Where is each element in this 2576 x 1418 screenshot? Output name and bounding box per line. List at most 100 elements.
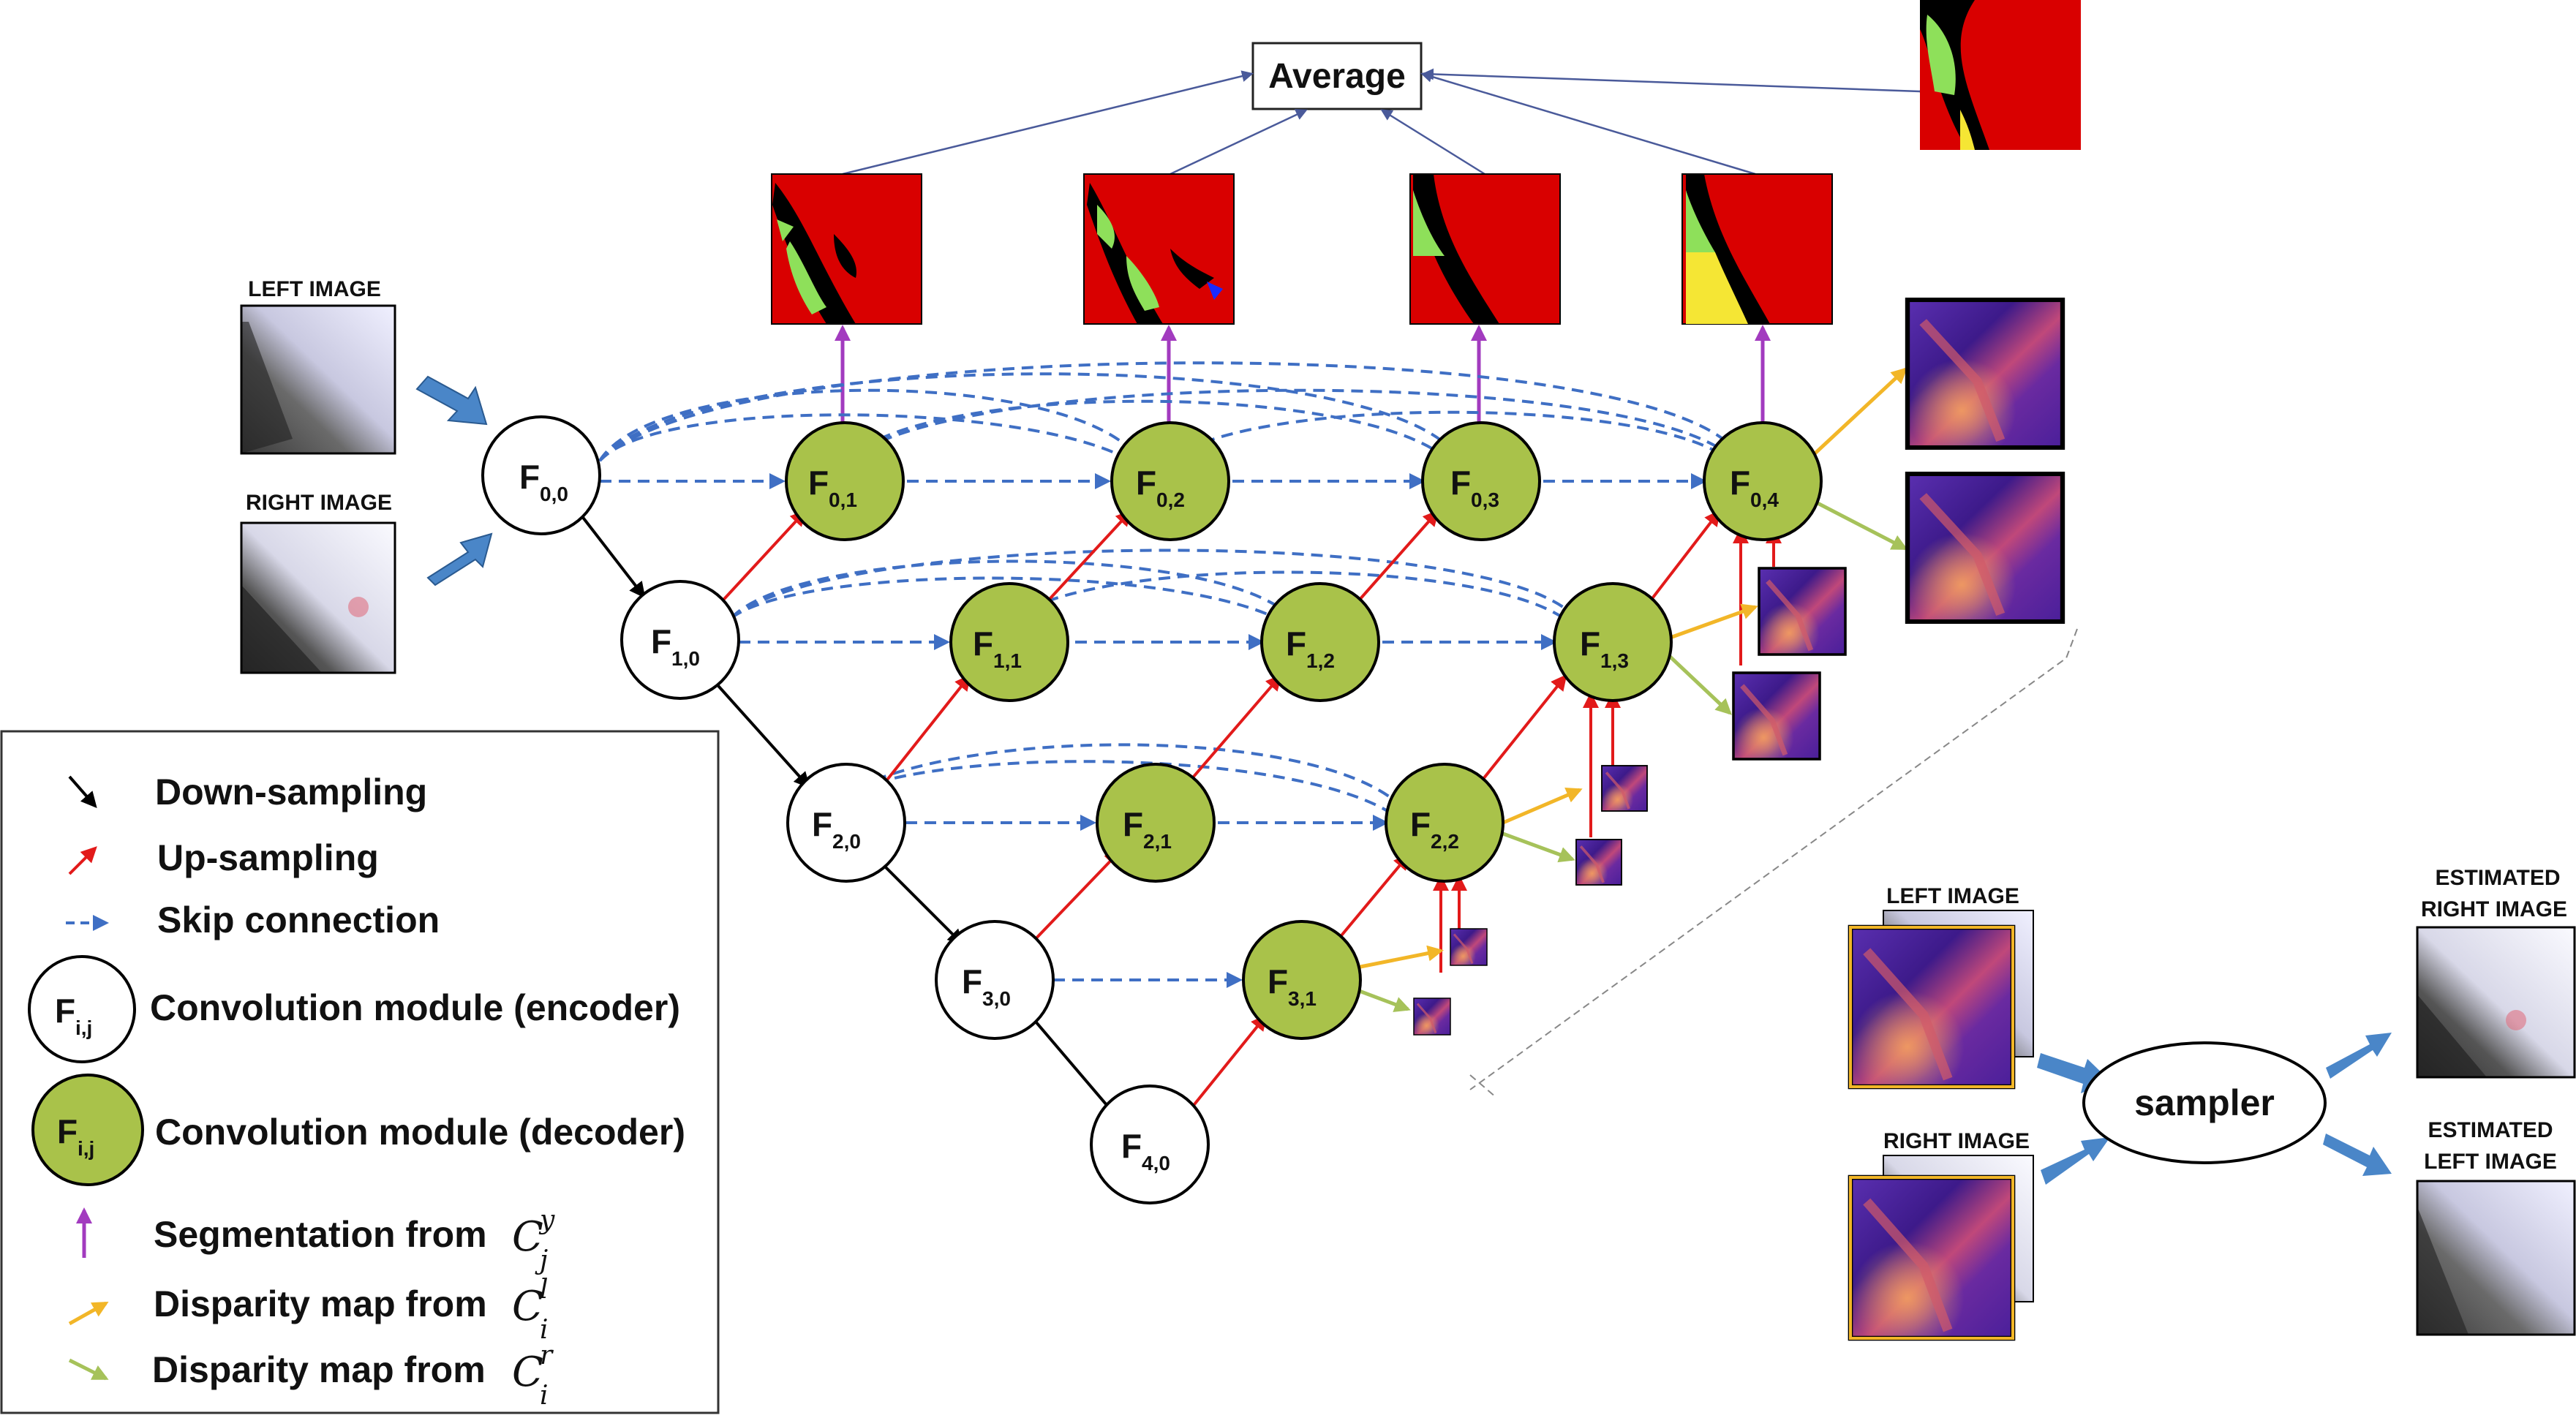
svg-text:r: r (540, 1340, 554, 1370)
output-segmentation (1920, 0, 2081, 150)
svg-text:0,2: 0,2 (1156, 489, 1185, 511)
svg-text:F: F (1136, 464, 1156, 502)
svg-text:F: F (973, 625, 993, 663)
skip-arcs (598, 361, 1746, 824)
disp-r-22 (1502, 831, 1575, 863)
svg-text:1,0: 1,0 (671, 647, 700, 670)
legend-skip-label: Skip connection (157, 900, 440, 940)
svg-text:F: F (808, 464, 829, 502)
decoder-node-F22: F 2,2 (1385, 763, 1504, 883)
svg-text:F: F (812, 805, 832, 843)
svg-text:0,4: 0,4 (1750, 489, 1779, 511)
legend: Down-sampling Up-sampling Skip connectio… (0, 730, 720, 1414)
up-22-13 (1476, 674, 1567, 788)
svg-text:l: l (540, 1275, 549, 1305)
svg-text:y: y (538, 1205, 555, 1235)
segmentation-map-03 (1409, 173, 1561, 325)
decoder-node-F12: F 1,2 (1260, 582, 1380, 702)
segmentation-map-01 (771, 173, 922, 325)
disp-map-22-left (1600, 764, 1649, 812)
est-left-line2: LEFT IMAGE (2424, 1150, 2557, 1174)
decoder-node-F03: F 0,3 (1421, 421, 1541, 541)
average-to-output (1422, 68, 1930, 98)
legend-disp-r-arrow (68, 1358, 109, 1381)
average-label: Average (1268, 57, 1406, 96)
up-11-02 (1041, 510, 1132, 608)
up-21-12 (1187, 674, 1282, 784)
seg03-to-average (1380, 109, 1485, 176)
estimated-left-image (2416, 1180, 2576, 1336)
seg02-to-average (1170, 109, 1308, 176)
input-right-label: RIGHT IMAGE (246, 491, 392, 515)
svg-text:F: F (1410, 805, 1431, 843)
encoder-node-F20: F 2,0 (786, 763, 906, 883)
sampler-ellipse (2082, 1041, 2327, 1164)
up-20-11 (884, 674, 971, 784)
disp-map-13-right (1733, 673, 1820, 759)
decoder-node-F31: F 3,1 (1242, 920, 1362, 1040)
svg-text:C: C (512, 1213, 543, 1261)
input-left-label: LEFT IMAGE (248, 277, 381, 301)
legend-disp-r-label: Disparity map from (152, 1349, 486, 1390)
encoder-node-F40: F 4,0 (1090, 1085, 1210, 1204)
svg-text:F: F (1730, 464, 1750, 502)
legend-disp-l-label: Disparity map from (154, 1283, 487, 1324)
legend-down-label: Down-sampling (155, 772, 427, 812)
decoder-node-F21: F 2,1 (1096, 763, 1216, 883)
svg-text:1,2: 1,2 (1306, 649, 1335, 672)
down-00-10 (580, 514, 646, 599)
disp-map-04-left (1907, 300, 2063, 448)
est-right-line1: ESTIMATED (2435, 866, 2560, 890)
left-input-arrow (415, 375, 488, 426)
est-left-line1: ESTIMATED (2428, 1118, 2553, 1142)
svg-text:i: i (540, 1315, 549, 1345)
down-10-20 (712, 679, 810, 788)
sampler-right-disp (1850, 1177, 2013, 1338)
decoder-node-F13: F 1,3 (1553, 582, 1673, 702)
svg-text:3,1: 3,1 (1288, 987, 1317, 1010)
legend-down-arrow (68, 775, 97, 809)
segmentation-map-02 (1083, 173, 1235, 325)
up-40-31 (1187, 1014, 1268, 1113)
svg-text:F: F (519, 458, 540, 496)
legend-decoder-label: Convolution module (decoder) (155, 1112, 685, 1153)
up-10-01 (715, 510, 807, 608)
sampler-out-arrow-2 (2323, 1134, 2392, 1176)
disp-r-13 (1662, 649, 1732, 715)
input-left-image (240, 304, 396, 455)
seg04-to-average (1420, 71, 1756, 176)
svg-text:F: F (1121, 1127, 1142, 1165)
sampler-in-arrow-2 (2041, 1137, 2110, 1185)
svg-text:F: F (55, 992, 75, 1030)
svg-text:2,2: 2,2 (1431, 830, 1459, 853)
decoder-node-F01: F 0,1 (785, 421, 905, 541)
svg-text:i,j: i,j (75, 1017, 92, 1039)
decoder-node-F11: F 1,1 (949, 582, 1069, 702)
svg-text:0,0: 0,0 (540, 483, 568, 505)
disp-map-13-left (1759, 568, 1845, 655)
disp-l-04 (1798, 367, 1907, 469)
average-box (1251, 42, 1423, 110)
legend-up-arrow (68, 846, 97, 875)
right-input-arrow (426, 532, 493, 587)
encoder-node-F30: F 3,0 (935, 920, 1055, 1040)
estimated-right-image (2416, 926, 2576, 1079)
svg-text:F: F (1580, 625, 1600, 663)
svg-text:1,3: 1,3 (1600, 649, 1629, 672)
disp-l-22 (1502, 787, 1583, 825)
svg-text:F: F (1268, 962, 1288, 1000)
disp-l-31 (1349, 945, 1444, 971)
svg-text:0,3: 0,3 (1471, 489, 1499, 511)
legend-decoder-circle (31, 1074, 144, 1186)
svg-text:F: F (1123, 805, 1143, 843)
svg-text:4,0: 4,0 (1142, 1152, 1170, 1174)
sampler-left-disp (1850, 927, 2013, 1087)
svg-text:F: F (1450, 464, 1471, 502)
encoder-node-F00: F 0,0 (481, 415, 601, 535)
svg-text:F: F (1286, 625, 1306, 663)
up-13-04 (1644, 509, 1721, 608)
svg-text:2,0: 2,0 (832, 830, 861, 853)
sampler-left-label: LEFT IMAGE (1886, 884, 2019, 908)
disp-l-13 (1663, 603, 1758, 642)
